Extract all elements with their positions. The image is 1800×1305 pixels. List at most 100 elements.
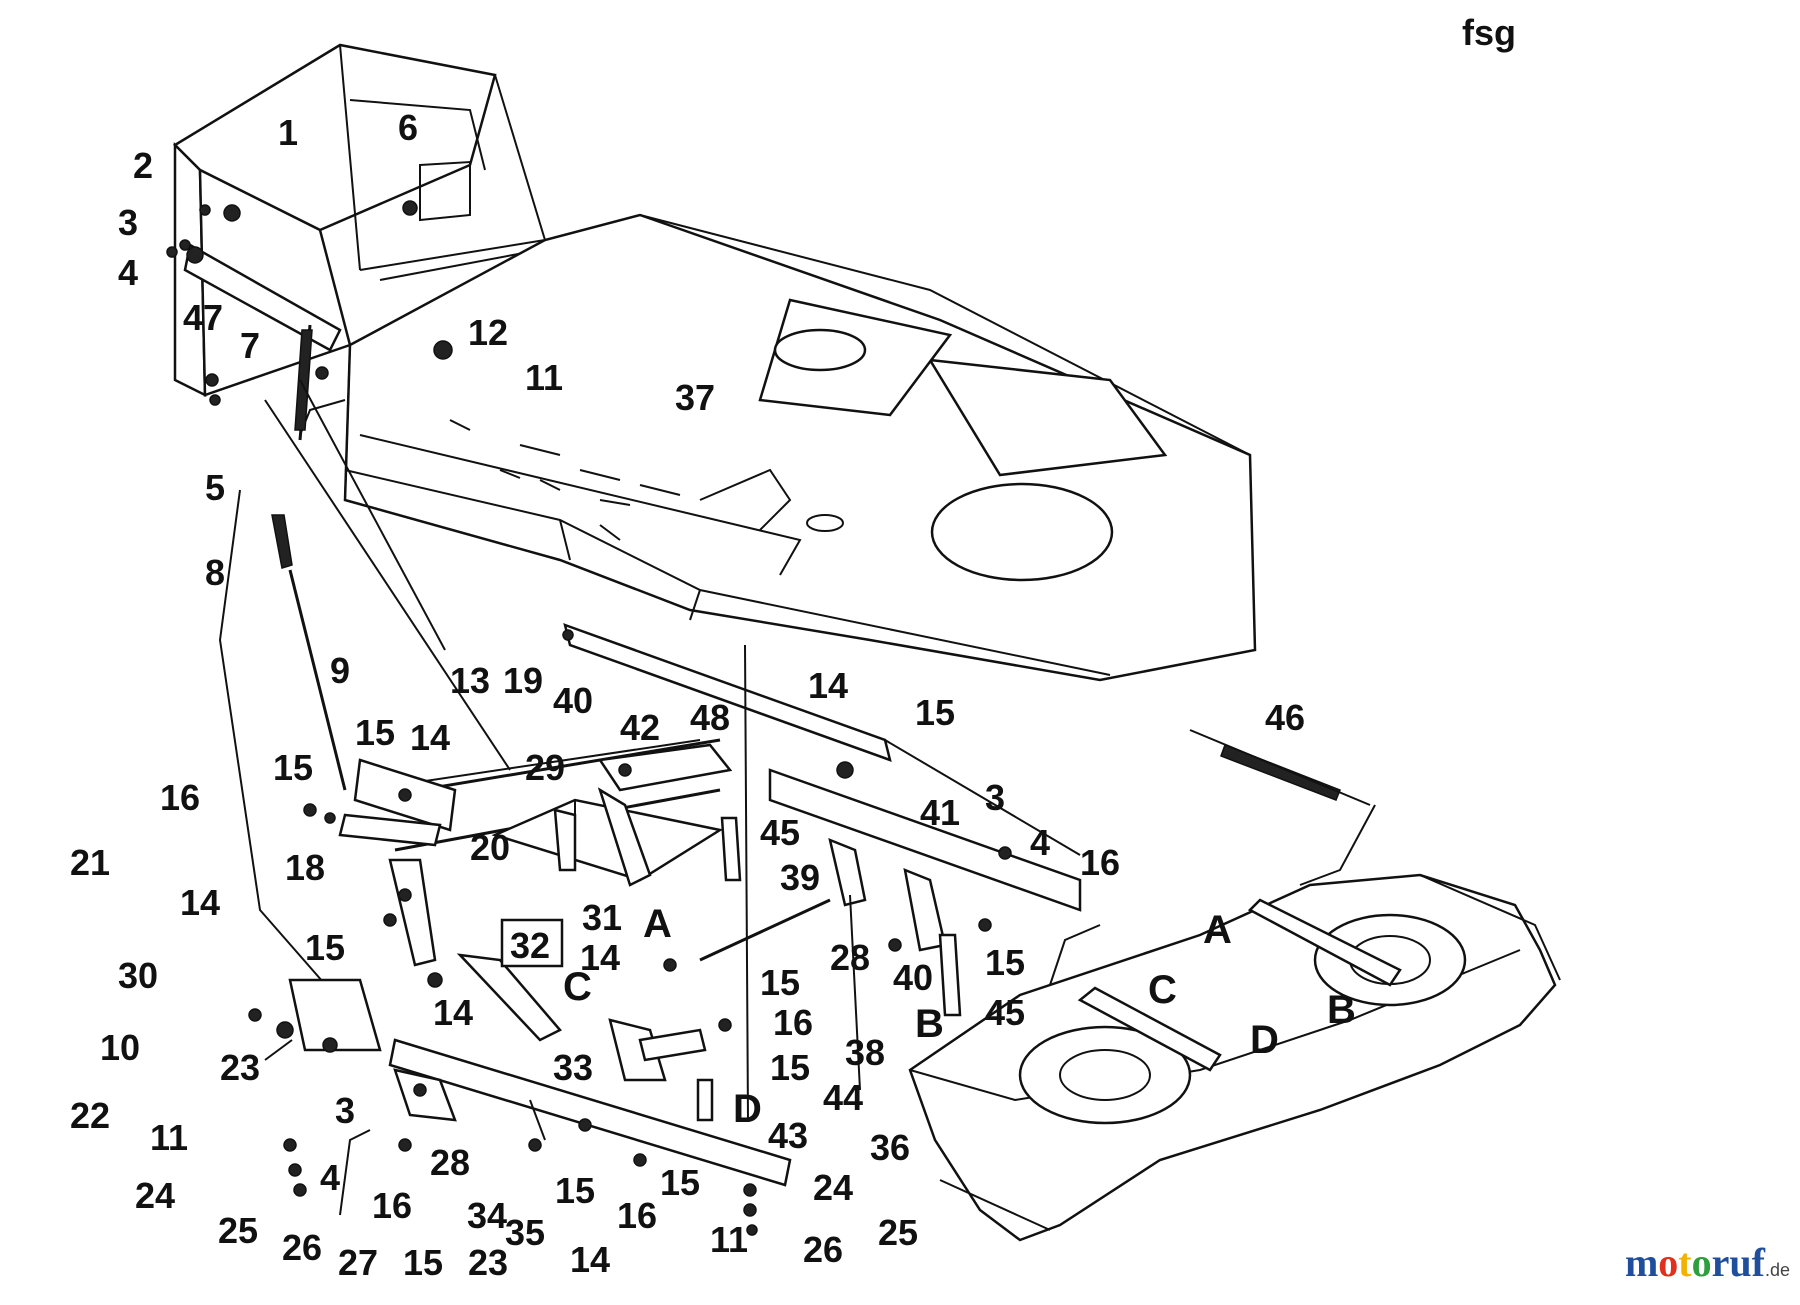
callout-15: 15 [660,1162,700,1203]
callout-24: 24 [813,1167,853,1208]
callout-15: 15 [355,712,395,753]
watermark-letter: t [1678,1240,1692,1285]
watermark-letter: u [1729,1240,1752,1285]
callout-3: 3 [985,777,1005,818]
chassis-frame [172,43,1257,682]
callout-34: 34 [467,1195,507,1236]
callout-11: 11 [710,1219,748,1260]
callout-15: 15 [770,1047,810,1088]
callout-10: 10 [100,1027,140,1068]
callout-36: 36 [870,1127,910,1168]
callout-4: 4 [1030,822,1050,863]
diagram-code: fsg [1462,12,1516,53]
height-adjust-linkage [166,204,1082,1216]
callout-46: 46 [1265,697,1305,738]
callout-15: 15 [305,927,345,968]
callout-8: 8 [205,552,225,593]
callout-45: 45 [760,812,800,853]
callout-9: 9 [330,650,350,691]
callout-14: 14 [570,1239,610,1280]
callout-labels: 1 2 3 4 47 6 7 12 11 5 37 8 9 13 19 40 4… [70,12,1516,1283]
connection-letter-c: C [563,965,592,1009]
callout-15: 15 [273,747,313,788]
callout-16: 16 [617,1195,657,1236]
callout-48: 48 [690,697,730,738]
callout-6: 6 [398,107,418,148]
callout-14: 14 [410,717,450,758]
watermark-logo: motoruf.de [1625,1239,1790,1286]
callout-37: 37 [675,377,715,418]
callout-29: 29 [525,747,565,788]
callout-30: 30 [118,955,158,996]
watermark-letter: r [1711,1240,1730,1285]
callout-25: 25 [878,1212,918,1253]
callout-11: 11 [150,1117,188,1158]
callout-23: 23 [468,1242,508,1283]
callout-7: 7 [240,325,260,366]
callout-40: 40 [893,957,933,998]
callout-32-boxed: 32 [510,925,550,966]
callout-38: 38 [845,1032,885,1073]
callout-24: 24 [135,1175,175,1216]
callout-22: 22 [70,1095,110,1136]
callout-31: 31 [582,897,622,938]
callout-26: 26 [282,1227,322,1268]
callout-39: 39 [780,857,820,898]
callout-47: 47 [183,297,223,338]
callout-14: 14 [808,665,848,706]
watermark-letter: o [1691,1240,1712,1285]
callout-16: 16 [1080,842,1120,883]
watermark-letter: m [1624,1240,1659,1285]
connection-letter-d: D [733,1087,762,1131]
callout-14: 14 [580,937,620,978]
callout-3: 3 [335,1090,355,1131]
watermark-suffix: .de [1764,1260,1790,1280]
callout-15: 15 [760,962,800,1003]
callout-33: 33 [553,1047,593,1088]
callout-19: 19 [503,660,543,701]
connection-letter-c: C [1148,968,1177,1012]
callout-35: 35 [505,1212,545,1253]
callout-15: 15 [985,942,1025,983]
callout-12: 12 [468,312,508,353]
callout-18: 18 [285,847,325,888]
callout-5: 5 [205,467,225,508]
callout-20: 20 [470,827,510,868]
callout-23: 23 [220,1047,260,1088]
connection-letter-a: A [643,902,672,946]
boxed-callout-frame [500,918,564,968]
callout-1: 1 [278,112,298,153]
callout-44: 44 [823,1077,863,1118]
callout-16: 16 [160,777,200,818]
hardware [248,200,1012,1236]
callout-45: 45 [985,992,1025,1033]
callout-14: 14 [180,882,220,923]
callout-16: 16 [372,1185,412,1226]
callout-40: 40 [553,680,593,721]
connection-letter-b: B [915,1002,944,1046]
watermark-letter: f [1751,1240,1765,1285]
watermark-letter: o [1658,1240,1679,1285]
callout-28: 28 [830,937,870,978]
callout-11: 11 [525,357,563,398]
callout-2: 2 [133,145,153,186]
callout-14: 14 [433,992,473,1033]
callout-3: 3 [118,202,138,243]
callout-27: 27 [338,1242,378,1283]
connection-letter-d: D [1250,1018,1279,1062]
connection-letter-a: A [1203,908,1232,952]
callout-41: 41 [920,792,960,833]
callout-15: 15 [403,1242,443,1283]
callout-42: 42 [620,707,660,748]
callout-15: 15 [915,692,955,733]
callout-26: 26 [803,1229,843,1270]
callout-21: 21 [70,842,110,883]
callout-4: 4 [118,252,138,293]
connection-letter-b: B [1327,988,1356,1032]
callout-43: 43 [768,1115,808,1156]
callout-15: 15 [555,1170,595,1211]
mower-deck [908,729,1561,1242]
callout-25: 25 [218,1210,258,1251]
callout-16: 16 [773,1002,813,1043]
